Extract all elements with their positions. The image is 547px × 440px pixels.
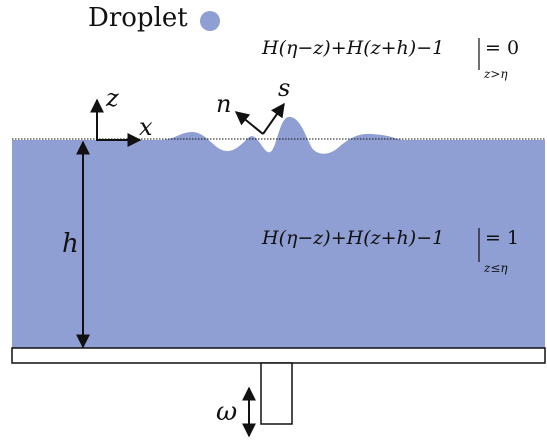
s-label: s	[278, 74, 290, 102]
n-label: n	[216, 90, 231, 118]
depth-label: h	[62, 229, 79, 259]
equation-above-condition: z>η	[483, 67, 508, 81]
x-axis-label: x	[139, 113, 153, 141]
equation-below-expression: H(η−z)+H(z+h)−1	[261, 227, 444, 249]
forcing-label: ω	[216, 397, 237, 427]
vibrating-plate	[11, 347, 546, 364]
equation-above-rhs: = 0	[485, 37, 519, 59]
droplet-icon	[200, 11, 220, 31]
equation-below-condition: z≤η	[483, 261, 508, 275]
n-direction-arrow	[234, 111, 264, 135]
shaker-stem	[260, 362, 293, 425]
s-direction-arrow	[262, 102, 285, 135]
z-axis-label: z	[105, 84, 119, 112]
legend-label: Droplet	[88, 3, 188, 33]
equation-above-expression: H(η−z)+H(z+h)−1	[261, 37, 444, 59]
liquid-body	[12, 116, 545, 349]
equation-below-rhs: = 1	[485, 227, 519, 249]
